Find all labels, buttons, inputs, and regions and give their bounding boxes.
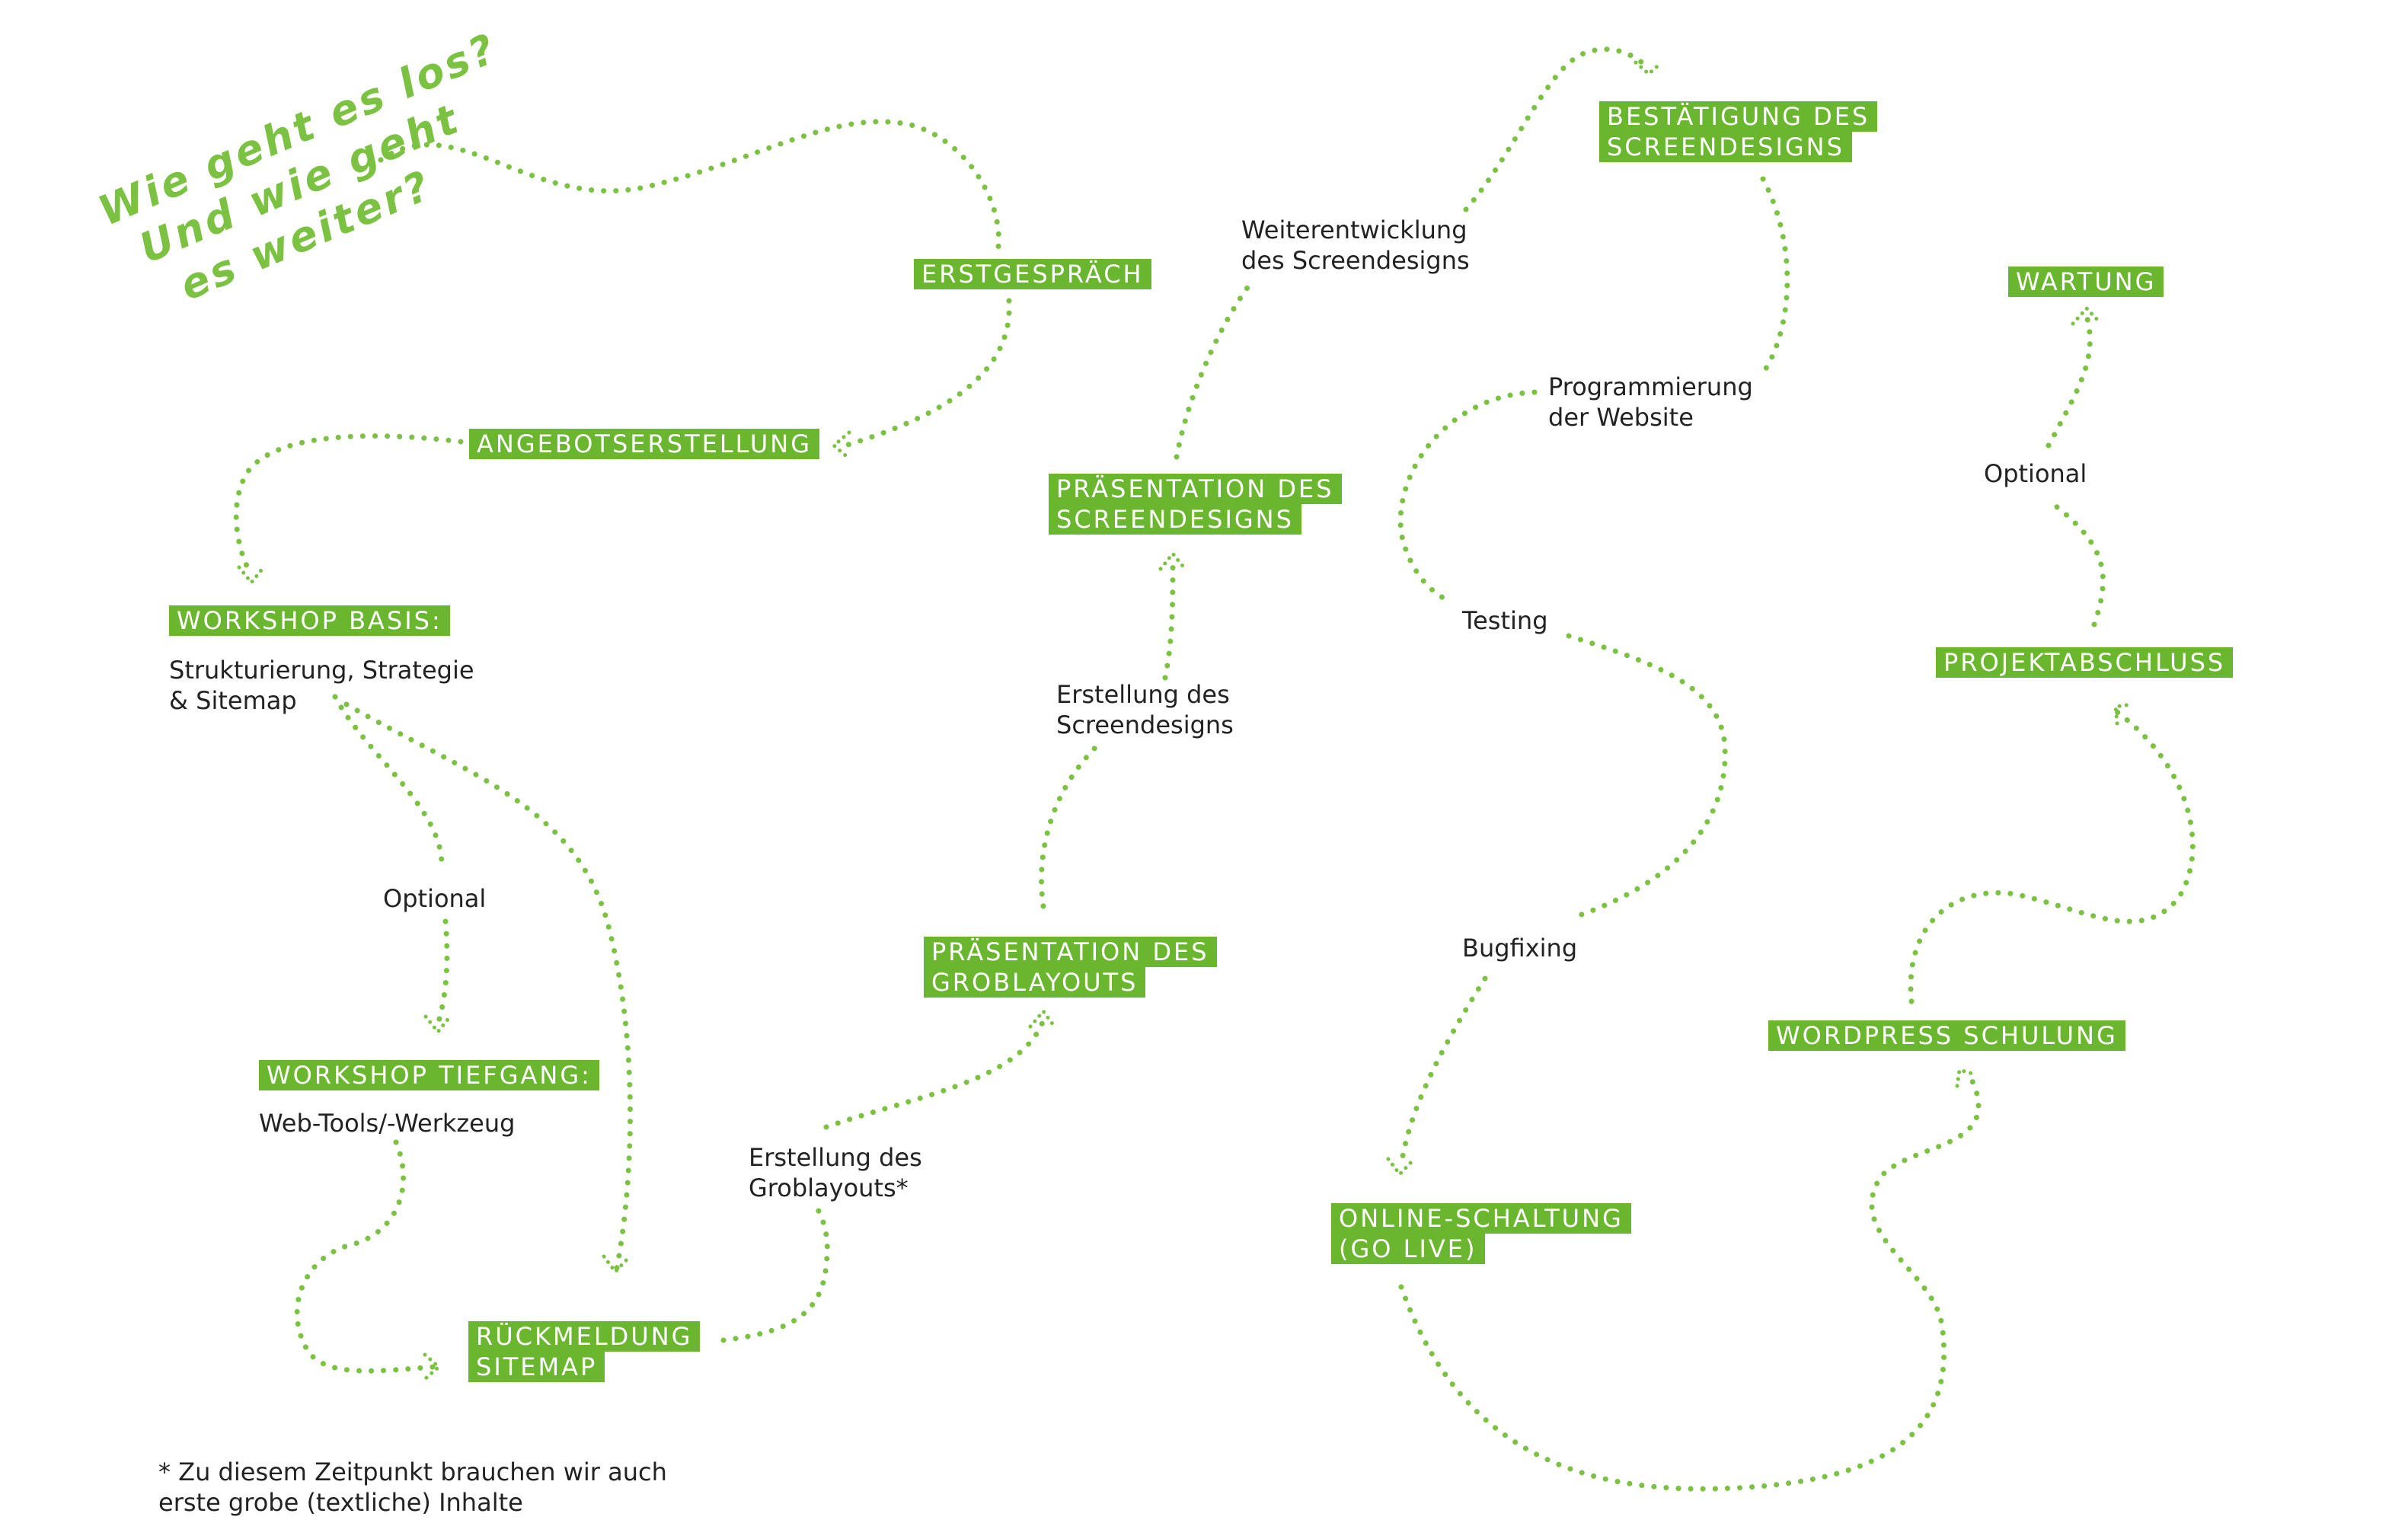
note-testing-text: Testing	[1462, 606, 1548, 635]
note-bugfixing: Bugfixing	[1462, 933, 1577, 963]
connector-erstgespraech-to-angebot	[842, 298, 1012, 449]
note-weiterentwicklung-line-1: Weiterentwicklung	[1241, 216, 1467, 244]
connector-erstellung-to-praesentation-grob	[823, 1017, 1046, 1130]
arrowhead-angebot	[832, 430, 851, 461]
note-bugfixing-text: Bugfixing	[1462, 934, 1578, 963]
step-workshop-tiefgang-text: WORKSHOP TIEFGANG:	[259, 1060, 599, 1090]
note-optional-2-text: Optional	[1984, 459, 2087, 488]
note-erstellung-groblayouts-line-1: Erstellung des	[749, 1143, 922, 1172]
connector-optional-to-tiefgang	[435, 918, 450, 1027]
step-workshop-basis-text: WORKSHOP BASIS:	[169, 605, 450, 636]
connector-rueckmeldung-to-groblayouts	[720, 1200, 830, 1343]
step-praesentation-screendesigns: PRÄSENTATION DES SCREENDESIGNS	[1049, 474, 1342, 535]
note-weiterentwicklung: Weiterentwicklung des Screendesigns	[1241, 215, 1470, 276]
note-testing: Testing	[1462, 605, 1548, 636]
step-erstgespraech: ERSTGESPRÄCH	[914, 259, 1151, 289]
step-online-schaltung-line-2: (GO LIVE)	[1331, 1234, 1485, 1264]
step-angebotserstellung: ANGEBOTSERSTELLUNG	[469, 429, 820, 459]
step-praesentation-screendesigns-line-1: PRÄSENTATION DES	[1049, 474, 1342, 504]
arrowhead-tiefgang	[423, 1014, 452, 1034]
step-rueckmeldung-sitemap: RÜCKMELDUNG SITEMAP	[468, 1321, 701, 1382]
step-praesentation-groblayouts-line-1: PRÄSENTATION DES	[924, 937, 1217, 967]
connector-bestaetigung-to-programmierung	[1760, 176, 1790, 376]
step-wordpress-schulung-text: WORDPRESS SCHULUNG	[1768, 1020, 2125, 1051]
connector-optional-to-wartung	[2046, 313, 2093, 449]
connector-angebot-to-workshop-basis	[233, 433, 464, 578]
step-wordpress-schulung: WORDPRESS SCHULUNG	[1768, 1020, 2125, 1051]
note-optional-1-text: Optional	[383, 884, 487, 913]
note-footnote: * Zu diesem Zeitpunkt brauchen wir auch …	[158, 1457, 667, 1518]
arrowhead-wordpress	[1955, 1068, 1978, 1088]
step-projektabschluss-text: PROJEKTABSCHLUSS	[1936, 647, 2234, 678]
note-workshop-basis-line-1: Strukturierung, Strategie	[169, 656, 474, 685]
arrowhead-praesentation-grob	[1028, 1009, 1058, 1030]
connector-projektabschluss-to-optional	[2053, 503, 2106, 627]
arrowhead-projektabschluss	[2113, 702, 2134, 726]
step-wartung: WARTUNG	[2008, 267, 2164, 297]
note-workshop-tiefgang-desc: Web-Tools/-Werkzeug	[259, 1108, 515, 1138]
note-footnote-line-2: erste grobe (textliche) Inhalte	[158, 1488, 523, 1517]
note-optional-2: Optional	[1984, 458, 2087, 489]
step-angebotserstellung-text: ANGEBOTSERSTELLUNG	[469, 429, 820, 459]
note-workshop-basis-desc: Strukturierung, Strategie & Sitemap	[169, 655, 474, 716]
connector-online-to-wordpress	[1398, 1078, 1982, 1492]
note-programmierung-line-1: Programmierung	[1548, 372, 1753, 401]
connector-bugfixing-to-online	[1398, 975, 1488, 1168]
connector-tiefgang-to-rueckmeldung	[294, 1139, 437, 1374]
step-praesentation-screendesigns-line-2: SCREENDESIGNS	[1049, 504, 1301, 535]
step-praesentation-groblayouts: PRÄSENTATION DES GROBLAYOUTS	[924, 937, 1217, 998]
step-bestaetigung-line-2: SCREENDESIGNS	[1599, 132, 1852, 162]
note-workshop-basis-line-2: & Sitemap	[169, 686, 297, 715]
connector-erstellung-to-praesentation-screen	[1162, 560, 1176, 681]
step-bestaetigung-line-1: BESTÄTIGUNG DES	[1599, 101, 1878, 132]
step-projektabschluss: PROJEKTABSCHLUSS	[1936, 647, 2234, 678]
arrowhead-bestaetigung	[1634, 60, 1664, 76]
step-rueckmeldung-line-2: SITEMAP	[468, 1352, 605, 1382]
step-rueckmeldung-line-1: RÜCKMELDUNG	[468, 1321, 701, 1352]
connector-grob-to-erstellung-screen	[1039, 743, 1100, 909]
step-wartung-text: WARTUNG	[2008, 267, 2164, 297]
connector-weiterentwicklung-to-bestaetigung	[1463, 46, 1652, 212]
arrowhead-workshop-basis	[237, 565, 266, 585]
arrowhead-wartung	[2071, 306, 2102, 326]
connector-headline-to-erstgespraech	[378, 119, 1001, 254]
arrowhead-online	[1386, 1157, 1415, 1177]
connector-praesentation-to-weiterentwicklung	[1174, 283, 1252, 460]
step-praesentation-groblayouts-line-2: GROBLAYOUTS	[924, 967, 1146, 998]
note-erstellung-groblayouts: Erstellung des Groblayouts*	[749, 1142, 922, 1203]
step-erstgespraech-text: ERSTGESPRÄCH	[914, 259, 1151, 289]
note-erstellung-screendesigns-line-2: Screendesigns	[1056, 710, 1234, 739]
note-programmierung-line-2: der Website	[1548, 403, 1694, 432]
note-optional-1: Optional	[383, 883, 486, 914]
note-workshop-tiefgang-text: Web-Tools/-Werkzeug	[259, 1109, 516, 1138]
connector-basis-to-optional	[332, 694, 445, 867]
connector-wordpress-to-projektabschluss	[1908, 709, 2196, 1004]
arrowhead-rueckmeldung-left	[423, 1352, 441, 1381]
step-bestaetigung-screendesigns: BESTÄTIGUNG DES SCREENDESIGNS	[1599, 101, 1878, 162]
note-footnote-line-1: * Zu diesem Zeitpunkt brauchen wir auch	[158, 1458, 667, 1486]
note-weiterentwicklung-line-2: des Screendesigns	[1241, 246, 1470, 275]
step-online-schaltung-line-1: ONLINE-SCHALTUNG	[1331, 1203, 1631, 1234]
connector-programmierung-to-testing	[1397, 389, 1538, 605]
note-erstellung-groblayouts-line-2: Groblayouts*	[749, 1173, 909, 1202]
note-programmierung: Programmierung der Website	[1548, 372, 1753, 433]
step-workshop-tiefgang: WORKSHOP TIEFGANG:	[259, 1060, 599, 1090]
note-erstellung-screendesigns: Erstellung des Screendesigns	[1056, 679, 1234, 740]
note-erstellung-screendesigns-line-1: Erstellung des	[1056, 680, 1230, 709]
step-online-schaltung: ONLINE-SCHALTUNG (GO LIVE)	[1331, 1203, 1631, 1264]
arrowhead-praesentation-screen	[1158, 551, 1187, 571]
connector-basis-to-rueckmeldung	[343, 701, 633, 1271]
arrowhead-rueckmeldung-top	[602, 1254, 631, 1274]
step-workshop-basis: WORKSHOP BASIS:	[169, 605, 450, 636]
connector-testing-to-bugfixing	[1566, 633, 1728, 921]
